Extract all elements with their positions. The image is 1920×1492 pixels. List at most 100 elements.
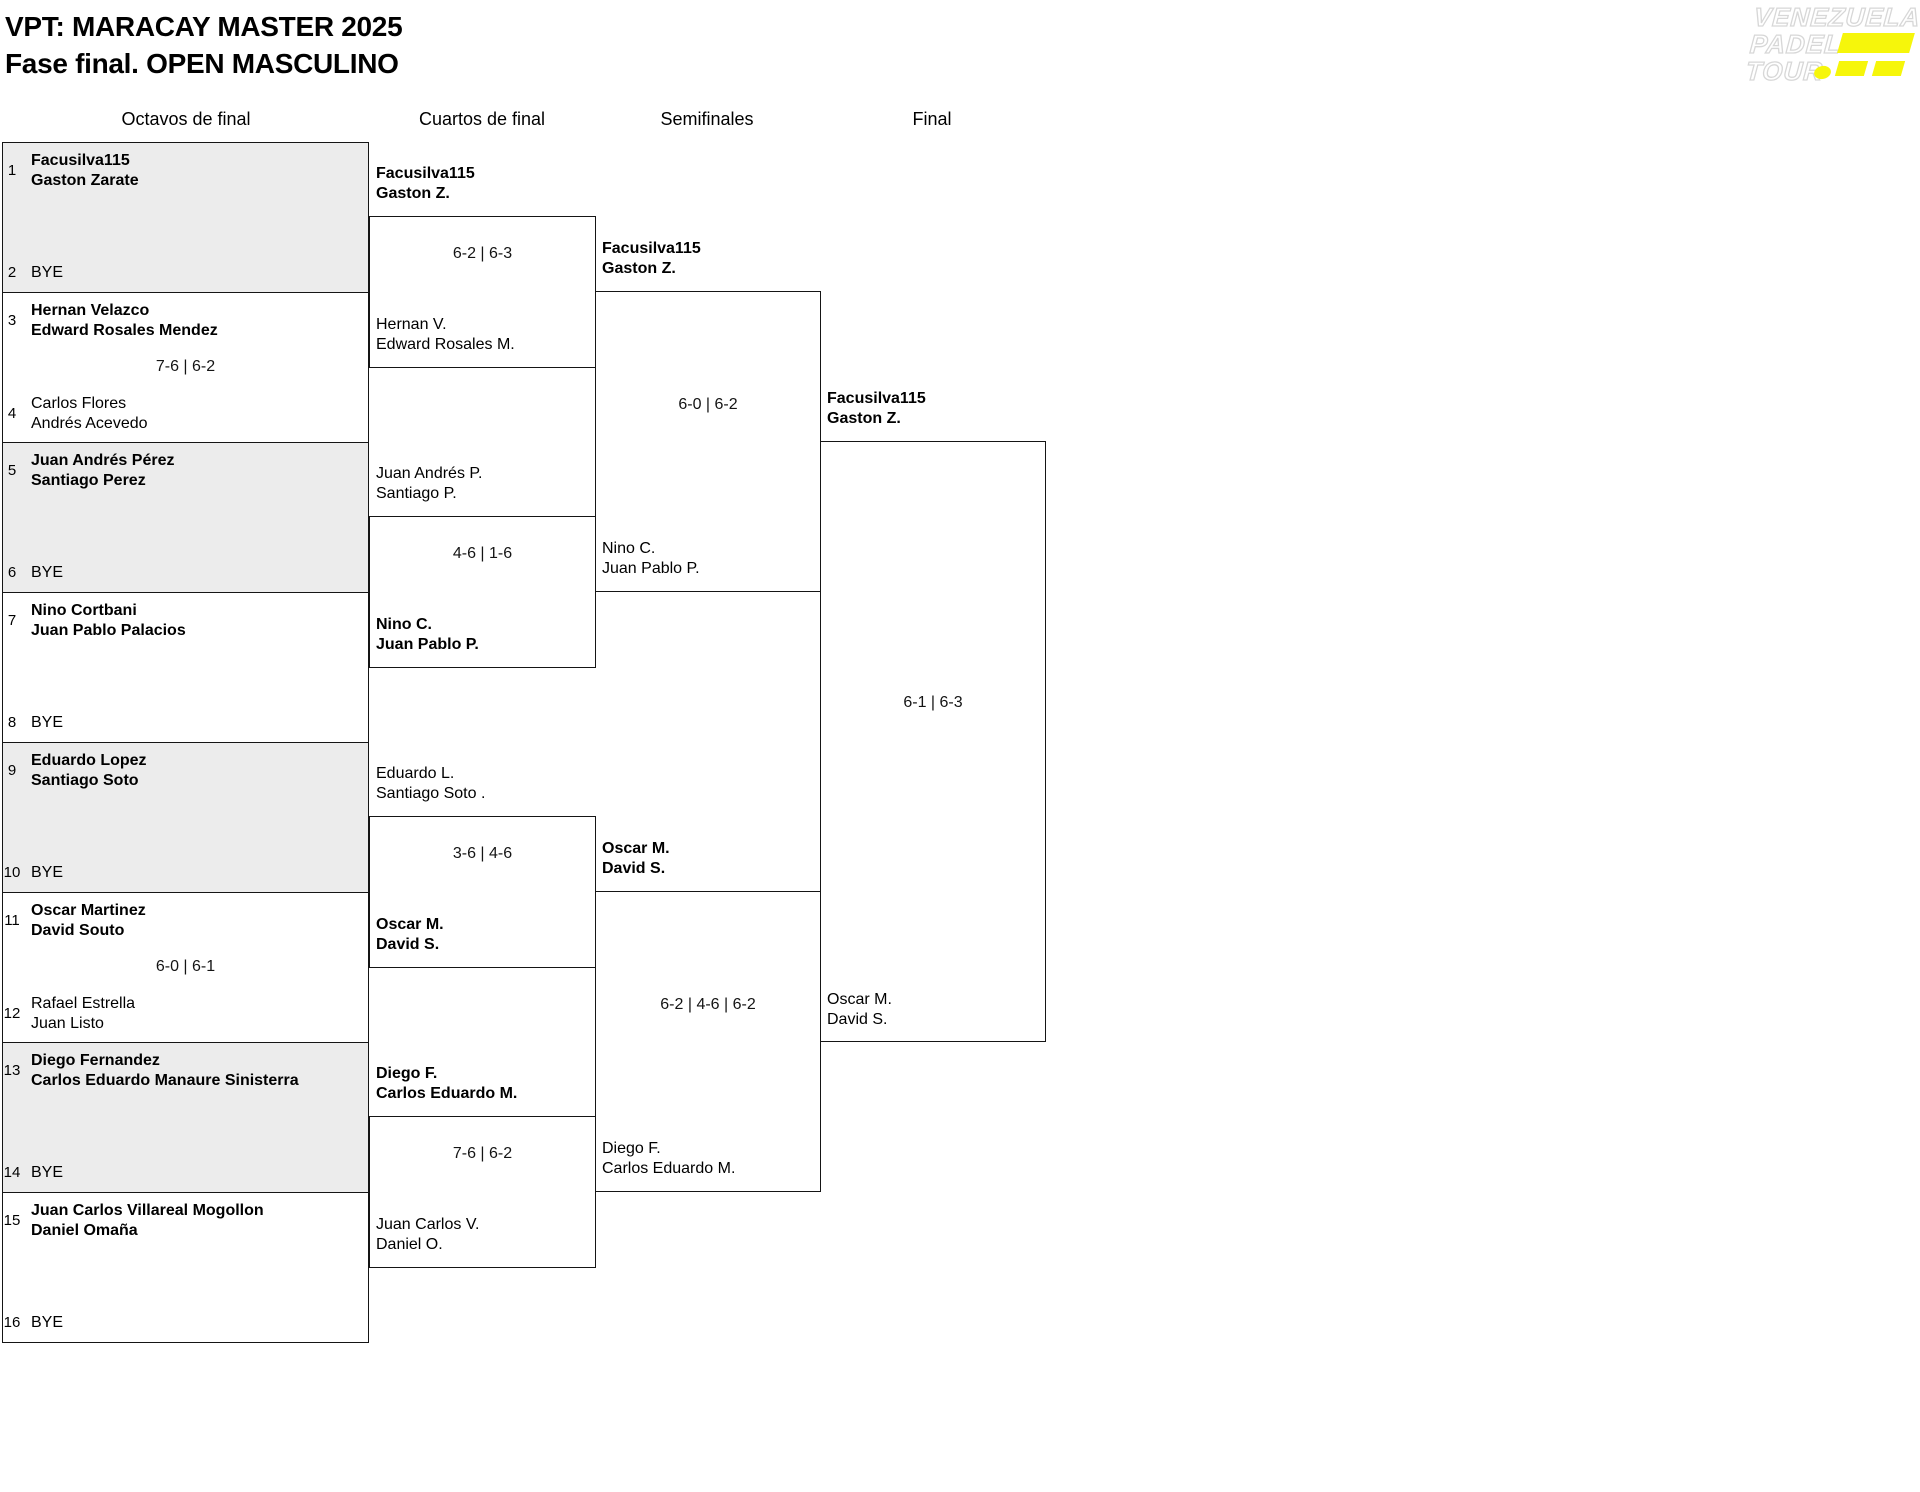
player-line: Juan Listo (31, 1015, 104, 1032)
player-line: Juan Pablo P. (376, 636, 479, 653)
final-match-box (820, 441, 1046, 1042)
r16-seed: 13 (3, 1062, 21, 1079)
player-line: David S. (376, 936, 440, 953)
qf-team: Juan Andrés P. Santiago P. (376, 464, 482, 504)
page-subtitle: Fase final. OPEN MASCULINO (5, 48, 399, 79)
player-line: Nino C. (376, 616, 432, 633)
r16-team: BYE (31, 863, 63, 883)
match-score: 7-6 | 6-2 (452, 1145, 513, 1162)
r16-team: Nino Cortbani Juan Pablo Palacios (31, 601, 186, 641)
logo-yellow-bar-icon (1837, 33, 1915, 53)
r16-seed: 11 (4, 912, 20, 929)
player-line: David S. (827, 1011, 888, 1028)
sf-team: Oscar M. David S. (602, 839, 670, 879)
r16-seed: 14 (3, 1164, 21, 1181)
player-line: Carlos Eduardo M. (376, 1085, 518, 1102)
player-line: BYE (31, 1314, 64, 1331)
r16-seed: 4 (7, 405, 17, 422)
player-line: Nino Cortbani (31, 602, 137, 619)
player-line: BYE (31, 714, 64, 731)
player-line: Facusilva115 (602, 240, 701, 257)
r16-match-box (2, 1192, 369, 1343)
player-line: Andrés Acevedo (31, 415, 148, 432)
r16-seed: 5 (7, 462, 17, 479)
player-line: Eduardo L. (376, 765, 455, 782)
r16-team: BYE (31, 563, 63, 583)
player-line: Oscar M. (827, 991, 892, 1008)
player-line: Facusilva115 (376, 165, 475, 182)
player-line: Juan Pablo P. (602, 560, 700, 577)
qf-team: Hernan V. Edward Rosales M. (376, 315, 515, 355)
player-line: Gaston Zarate (31, 172, 139, 189)
player-line: Diego F. (376, 1065, 438, 1082)
match-score: 6-1 | 6-3 (903, 694, 963, 711)
logo-word-padel: PADEL (1748, 28, 1843, 59)
page-title: VPT: MARACAY MASTER 2025 (5, 11, 403, 42)
player-line: BYE (31, 1164, 64, 1181)
r16-team: BYE (31, 1313, 63, 1333)
r16-seed: 15 (3, 1212, 21, 1229)
player-line: Juan Pablo Palacios (31, 622, 186, 639)
qf-match-box (369, 516, 596, 668)
r16-team: Eduardo Lopez Santiago Soto (31, 751, 147, 791)
qf-team: Facusilva115 Gaston Z. (376, 164, 475, 204)
player-line: Rafael Estrella (31, 995, 136, 1012)
match-score: 6-0 | 6-1 (155, 958, 216, 975)
match-score: 4-6 | 1-6 (452, 545, 513, 562)
player-line: Juan Andrés P. (376, 465, 483, 482)
r16-team: Facusilva115 Gaston Zarate (31, 151, 139, 191)
player-line: Carlos Eduardo M. (602, 1160, 736, 1177)
match-score: 6-2 | 6-3 (452, 245, 513, 262)
r16-match-box (2, 1042, 369, 1193)
round-header-octavos: Octavos de final (121, 109, 251, 129)
player-line: Juan Carlos Villareal Mogollon (31, 1202, 264, 1219)
r16-team: BYE (31, 713, 63, 733)
match-score: 6-2 | 4-6 | 6-2 (660, 996, 756, 1013)
r16-seed: 9 (7, 762, 17, 779)
qf-team: Juan Carlos V. Daniel O. (376, 1215, 479, 1255)
player-line: Carlos Flores (31, 395, 127, 412)
logo-yellow-bar-icon (1834, 61, 1869, 76)
player-line: Edward Rosales M. (376, 336, 515, 353)
r16-seed: 3 (7, 312, 17, 329)
sf-team: Diego F. Carlos Eduardo M. (602, 1139, 735, 1179)
r16-seed: 2 (7, 264, 17, 281)
player-line: Gaston Z. (602, 260, 676, 277)
player-line: David Souto (31, 922, 125, 939)
player-line: BYE (31, 864, 64, 881)
player-line: Diego Fernandez (31, 1052, 160, 1069)
r16-seed: 7 (7, 612, 17, 629)
r16-team: Carlos Flores Andrés Acevedo (31, 394, 148, 434)
logo-yellow-bar-icon (1871, 61, 1906, 76)
qf-match-box (369, 1116, 596, 1268)
player-line: Gaston Z. (376, 185, 450, 202)
player-line: Facusilva115 (31, 152, 130, 169)
player-line: Hernan V. (376, 316, 447, 333)
r16-seed: 8 (7, 714, 17, 731)
r16-team: BYE (31, 263, 63, 283)
player-line: Daniel Omaña (31, 1222, 138, 1239)
qf-team: Diego F. Carlos Eduardo M. (376, 1064, 517, 1104)
r16-match-box (2, 142, 369, 293)
player-line: Oscar M. (376, 916, 444, 933)
qf-team: Oscar M. David S. (376, 915, 444, 955)
player-line: David S. (602, 860, 666, 877)
r16-match-box (2, 442, 369, 593)
r16-seed: 12 (3, 1005, 21, 1022)
r16-team: Diego Fernandez Carlos Eduardo Manaure S… (31, 1051, 299, 1091)
r16-team: Juan Carlos Villareal Mogollon Daniel Om… (31, 1201, 264, 1241)
final-team: Facusilva115 Gaston Z. (827, 389, 926, 429)
r16-team: Rafael Estrella Juan Listo (31, 994, 135, 1034)
r16-seed: 1 (7, 162, 17, 179)
player-line: Juan Andrés Pérez (31, 452, 175, 469)
player-line: Diego F. (602, 1140, 661, 1157)
player-line: Santiago Soto . (376, 785, 486, 802)
player-line: BYE (31, 264, 64, 281)
match-score: 6-0 | 6-2 (678, 396, 738, 413)
player-line: Facusilva115 (827, 390, 926, 407)
player-line: Hernan Velazco (31, 302, 150, 319)
player-line: Santiago P. (376, 485, 457, 502)
r16-team: Oscar Martinez David Souto (31, 901, 146, 941)
player-line: BYE (31, 564, 64, 581)
r16-seed: 10 (3, 864, 21, 881)
